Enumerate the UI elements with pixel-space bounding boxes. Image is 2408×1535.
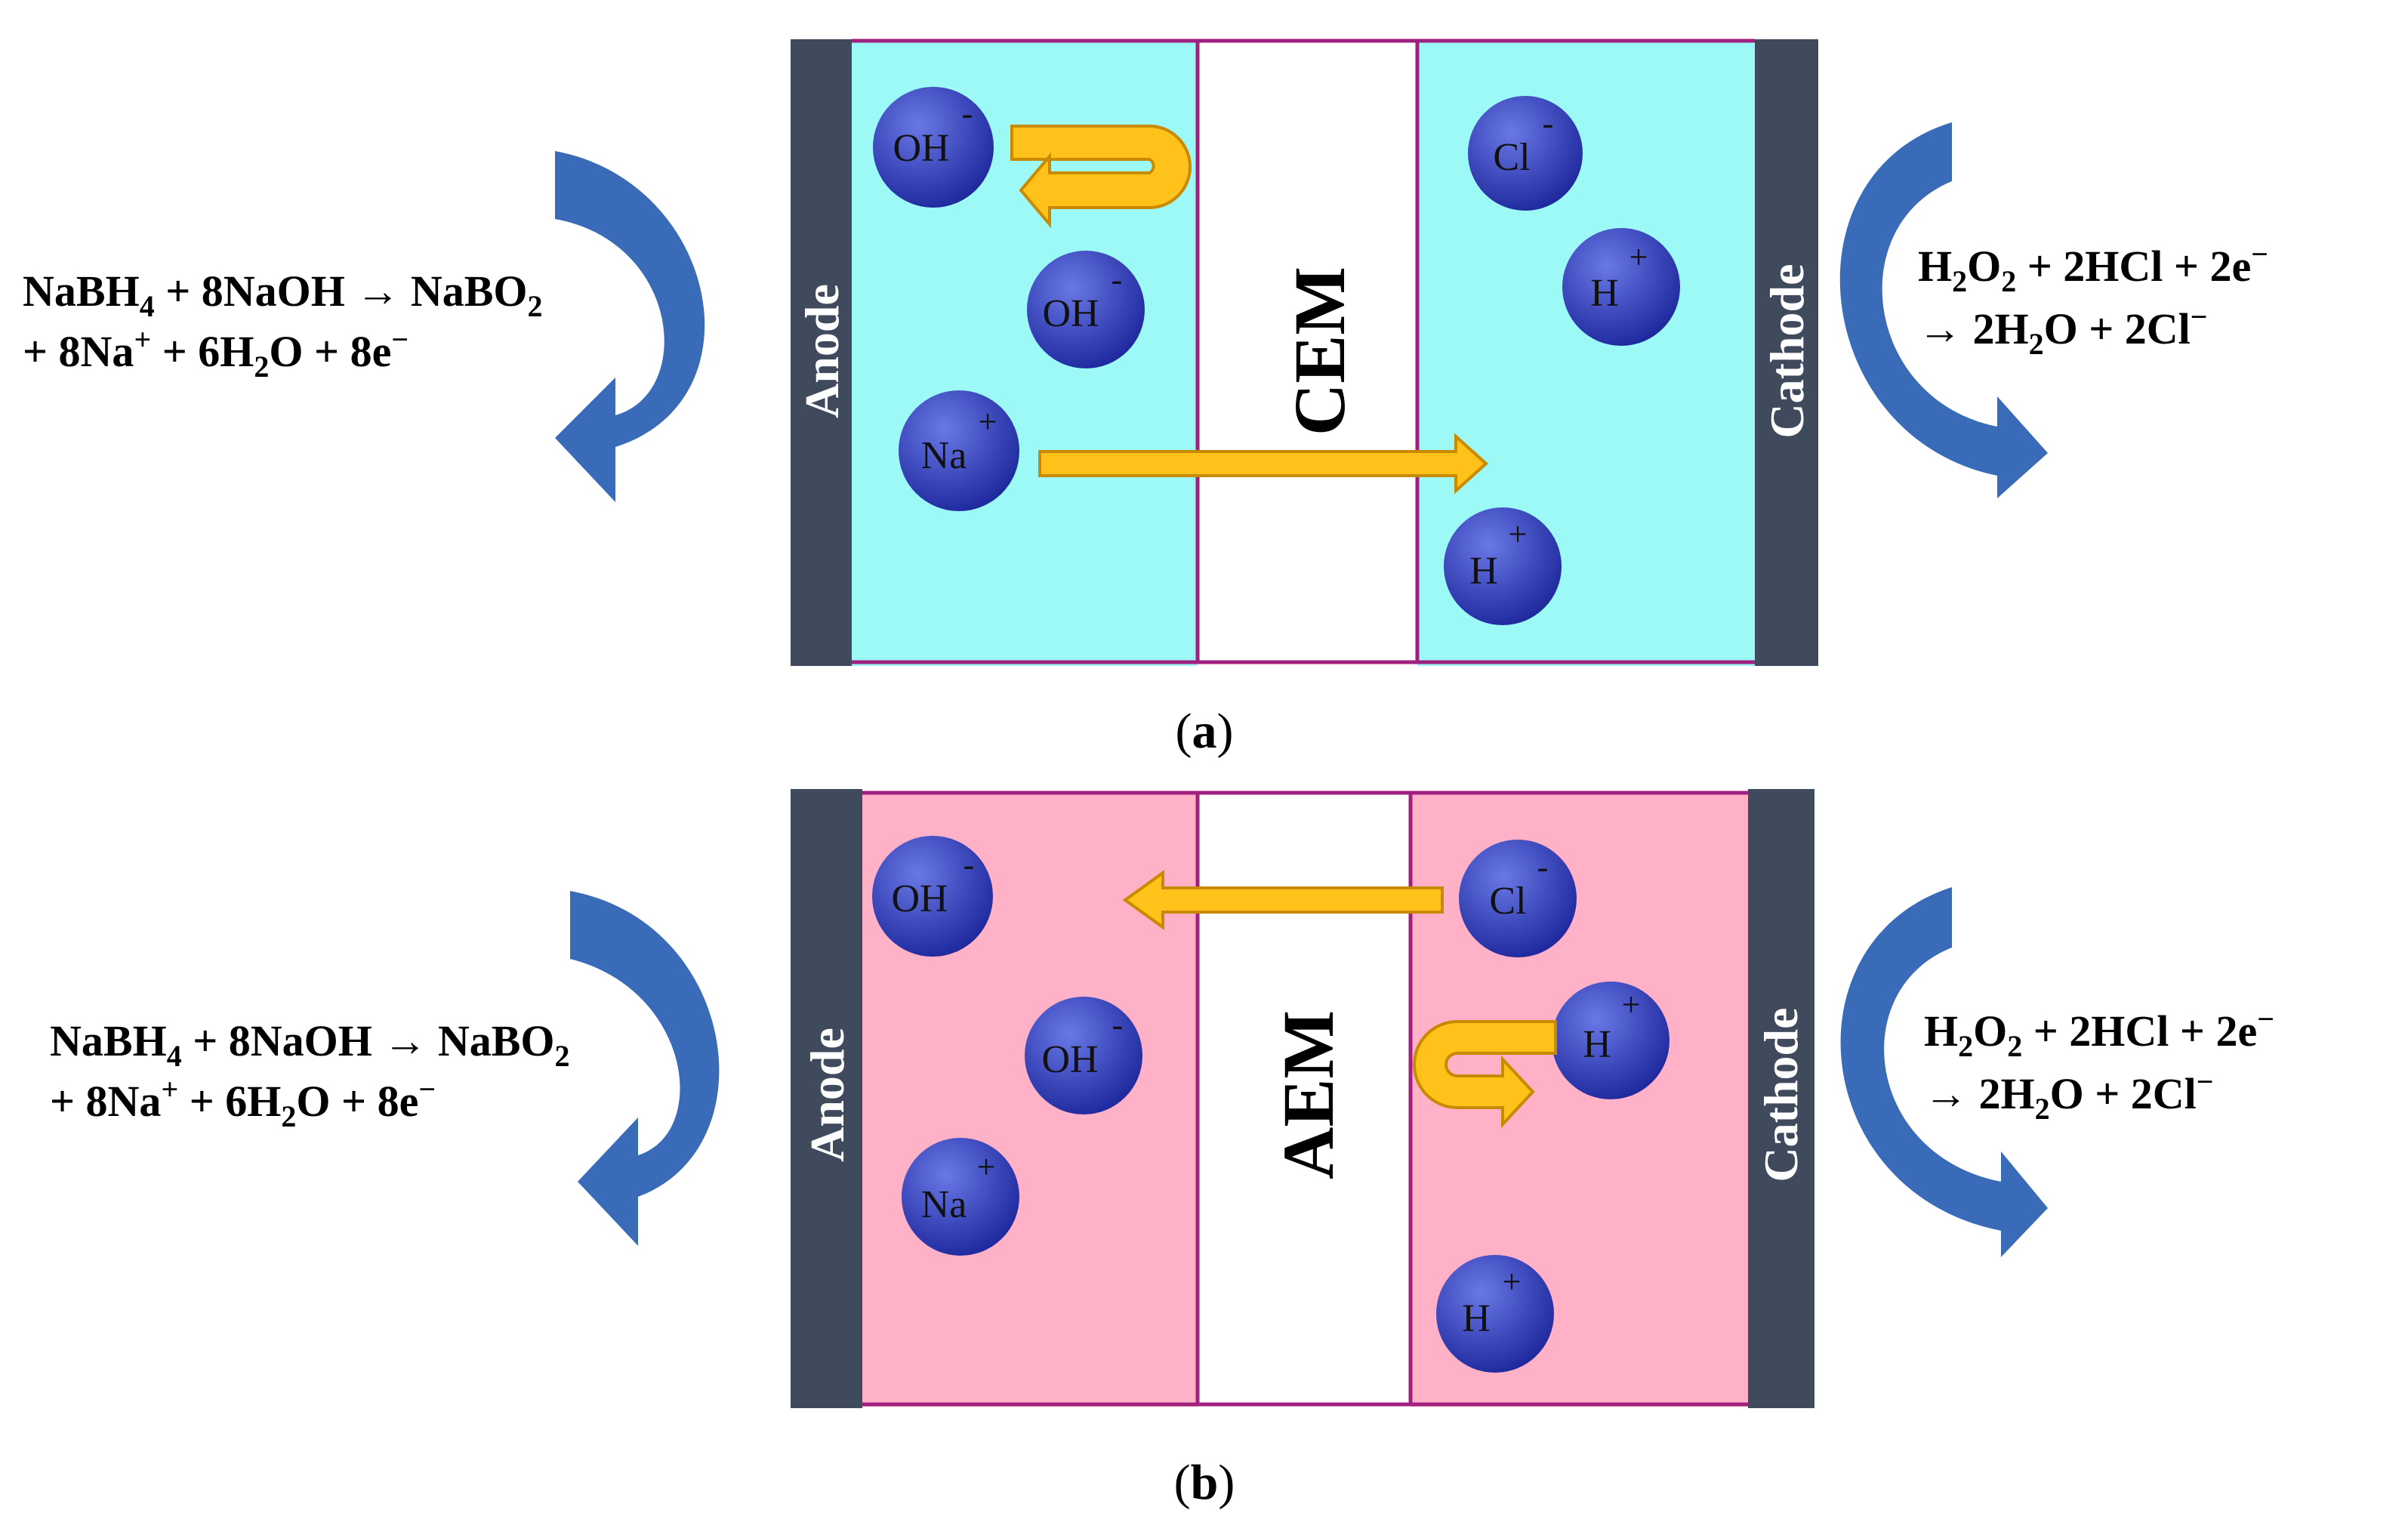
na-ion: Na + xyxy=(899,390,1019,511)
h-ion-1: H + xyxy=(1562,228,1680,346)
svg-text:H: H xyxy=(1469,550,1498,593)
membrane xyxy=(1195,39,1420,664)
na-transport-arrow xyxy=(1038,433,1488,495)
anode-equation-line2: + 8Na+ + 6H2O + 8e− xyxy=(23,322,409,384)
svg-text:OH: OH xyxy=(1042,292,1099,335)
anode-equation-line1: NaBH4 + 8NaOH → NaBO2 xyxy=(23,267,543,323)
anode-label: Anode xyxy=(795,284,849,418)
svg-text:-: - xyxy=(1537,849,1549,886)
svg-text:H: H xyxy=(1590,272,1619,315)
oh-ion-1: OH - xyxy=(873,87,994,208)
h-ion-2: H + xyxy=(1436,1255,1554,1373)
svg-text:OH: OH xyxy=(893,127,949,170)
cathode-equation-line1: H2O2 + 2HCl + 2e− xyxy=(1924,1002,2274,1063)
cathode-label: Cathode xyxy=(1760,264,1814,438)
panel-b: AEM Anode Cathode OH - OH - Na + Cl - H … xyxy=(50,789,2274,1510)
svg-text:OH: OH xyxy=(891,877,948,920)
anode-electrode xyxy=(791,789,862,1408)
membrane-label: AEM xyxy=(1268,1010,1349,1179)
svg-text:Na: Na xyxy=(921,434,967,477)
svg-text:+: + xyxy=(1503,1263,1522,1300)
panel-b-caption: (b) xyxy=(1174,1455,1235,1510)
membrane-label: CEM xyxy=(1279,267,1360,436)
anode-curved-arrow xyxy=(555,151,705,502)
cl-transport-arrow xyxy=(1122,870,1444,930)
svg-text:Na: Na xyxy=(921,1183,967,1226)
anode-curved-arrow xyxy=(570,891,720,1246)
h-blocked-u-arrow xyxy=(1413,1020,1557,1129)
svg-text:+: + xyxy=(1509,516,1528,553)
svg-text:+: + xyxy=(1629,239,1648,276)
na-ion: Na + xyxy=(902,1138,1019,1256)
anode-label: Anode xyxy=(800,1028,854,1162)
h-ion-2: H + xyxy=(1444,507,1562,625)
cathode-equation-line2: → 2H2O + 2Cl− xyxy=(1924,1065,2214,1126)
cathode-equation-line2: → 2H2O + 2Cl− xyxy=(1918,300,2208,361)
cathode-electrode xyxy=(1755,39,1818,666)
svg-text:H: H xyxy=(1462,1297,1491,1340)
cl-ion: Cl - xyxy=(1468,96,1583,211)
cl-ion: Cl - xyxy=(1459,840,1577,957)
svg-text:Cl: Cl xyxy=(1489,880,1526,923)
cathode-electrode xyxy=(1748,789,1814,1408)
panel-a-caption: (a) xyxy=(1176,704,1234,759)
oh-ion-1: OH - xyxy=(872,836,993,957)
anode-equation-line2: + 8Na+ + 6H2O + 8e− xyxy=(50,1072,436,1133)
cathode-label: Cathode xyxy=(1754,1007,1808,1182)
cathode-curved-arrow xyxy=(1840,887,2048,1257)
anode-electrode xyxy=(791,39,852,666)
svg-text:-: - xyxy=(962,95,973,132)
panel-a: CEM Anode Cathode OH - OH - Na + Cl - xyxy=(23,39,2268,759)
svg-text:-: - xyxy=(1112,1006,1124,1043)
svg-text:Cl: Cl xyxy=(1493,136,1530,179)
anode-equation-line1: NaBH4 + 8NaOH → NaBO2 xyxy=(50,1016,570,1073)
svg-text:+: + xyxy=(979,403,997,440)
cathode-curved-arrow xyxy=(1839,122,2048,498)
svg-text:-: - xyxy=(1543,105,1554,142)
svg-text:H: H xyxy=(1583,1023,1611,1066)
svg-text:OH: OH xyxy=(1041,1038,1098,1081)
svg-text:-: - xyxy=(964,846,975,883)
oh-ion-2: OH - xyxy=(1025,997,1142,1114)
oh-blocked-u-arrow xyxy=(1010,125,1192,229)
h-ion-1: H + xyxy=(1552,982,1670,1099)
svg-text:+: + xyxy=(1622,986,1641,1023)
oh-ion-2: OH - xyxy=(1027,251,1145,368)
svg-text:-: - xyxy=(1112,261,1123,298)
svg-text:+: + xyxy=(977,1148,996,1185)
cathode-equation-line1: H2O2 + 2HCl + 2e− xyxy=(1918,237,2268,298)
